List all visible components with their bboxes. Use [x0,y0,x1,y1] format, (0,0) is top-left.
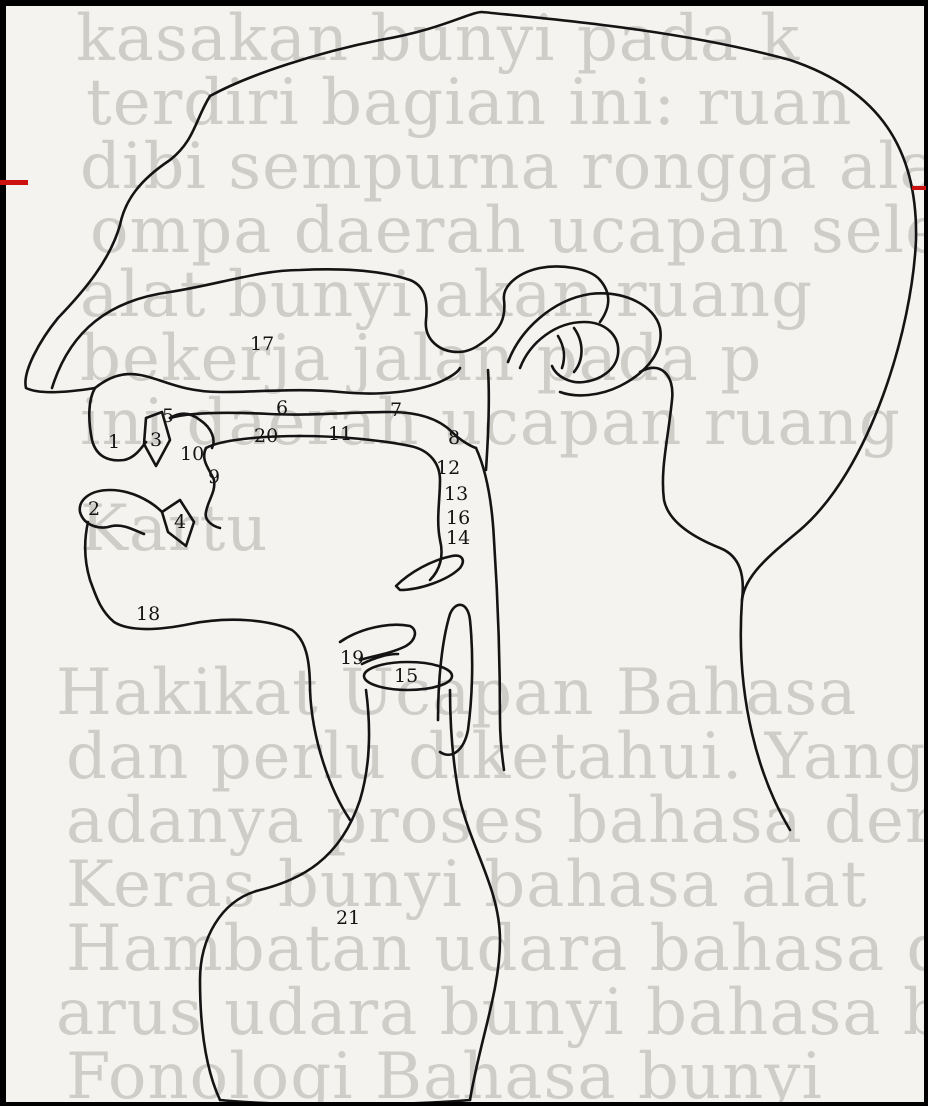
label-3: 3 [150,429,162,451]
label-7: 7 [390,399,402,421]
speech-organs-diagram: 1 2 3 4 5 6 7 8 9 10 11 12 13 14 15 16 1… [6,6,924,1102]
label-13: 13 [444,483,468,505]
ear-canal [558,328,582,372]
neck-back-outline [640,368,743,600]
label-11: 11 [328,423,352,445]
label-14: 14 [446,527,470,549]
tongue-tip [204,448,220,528]
label-6: 6 [276,397,288,419]
pharynx-back-wall [476,448,504,770]
label-19: 19 [340,647,364,669]
ear-outer [508,293,661,395]
label-20: 20 [254,425,278,447]
label-10: 10 [180,443,204,465]
hard-palate-outline [170,412,476,448]
label-16: 16 [446,507,470,529]
label-15: 15 [394,665,418,687]
sphenoid-outline [486,267,608,341]
pharynx-front-wall [486,370,489,470]
label-17: 17 [250,333,274,355]
red-accent-rule-right [912,186,926,190]
label-8: 8 [448,427,460,449]
label-4: 4 [174,511,186,533]
label-18: 18 [136,603,160,625]
tongue-surface [206,436,442,580]
label-1: 1 [108,431,120,453]
arytenoid-outline [438,605,472,755]
scanned-page: kasakan bunyi pada k terdiri bagian ini:… [6,6,924,1102]
trachea-left-wall [200,690,369,1100]
lung-bottom [220,1100,470,1102]
ear-inner [520,322,618,382]
head-profile-outline [210,12,916,830]
forehead-outline [25,96,210,392]
red-accent-rule-left [0,180,28,185]
label-5: 5 [162,405,174,427]
nasal-cavity-outline [95,368,460,394]
label-12: 12 [436,457,460,479]
epiglottis [396,556,463,590]
label-21: 21 [336,907,360,929]
nasal-cavity-roof [52,269,486,388]
label-9: 9 [208,466,220,488]
neck-front-outline [310,690,350,820]
chin-outline [85,522,310,690]
label-2: 2 [88,498,100,520]
